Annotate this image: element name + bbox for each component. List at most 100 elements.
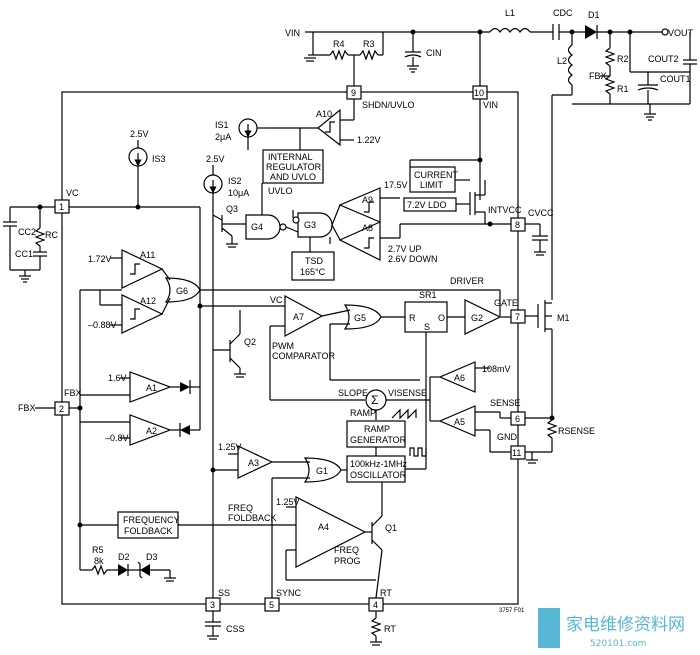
label-fbx-int: FBX — [64, 388, 82, 398]
label-a8: A8 — [362, 223, 373, 233]
label-r4: R4 — [333, 39, 345, 49]
label-a7: A7 — [293, 312, 304, 322]
label-pwm2: COMPARATOR — [272, 351, 336, 361]
label-fp2: PROG — [334, 556, 361, 566]
label-g5: G5 — [354, 313, 366, 323]
amp-a3 — [237, 445, 274, 479]
driver-g2 — [464, 299, 502, 335]
tsd-block — [291, 251, 335, 281]
svg-text:Σ: Σ — [371, 393, 378, 407]
figure-id: 3757 F01 — [499, 608, 525, 614]
label-ldo: 7.2V LDO — [407, 200, 447, 210]
resistor-rt — [370, 617, 382, 637]
inductor-l2 — [567, 44, 574, 86]
label-r3: R3 — [363, 39, 375, 49]
label-uvlo: UVLO — [268, 186, 293, 196]
label-ramp: RAMP — [350, 408, 376, 418]
label-rg2: GENERATOR — [350, 435, 407, 445]
label-ss: SS — [218, 588, 230, 598]
amp-a4 — [295, 496, 367, 568]
label-fbx-top: FBX — [589, 71, 607, 81]
label-d1: D1 — [588, 10, 600, 20]
resistor-rc — [34, 227, 46, 247]
diode-d1 — [585, 25, 597, 39]
label-is1: IS1 — [215, 120, 229, 130]
pin-4-label: 4 — [373, 600, 378, 610]
label-shdn: SHDN/UVLO — [362, 100, 415, 110]
label-d3: D3 — [146, 552, 158, 562]
label-a10: A10 — [316, 109, 332, 119]
amp-a2 — [129, 414, 172, 446]
label-rc: RC — [45, 230, 58, 240]
label-g6: G6 — [176, 286, 188, 296]
label-q1: Q1 — [385, 523, 397, 533]
diode-a2 — [180, 425, 190, 435]
label-css: CSS — [226, 624, 245, 634]
gate-g6 — [164, 277, 201, 303]
resistor-r5 — [91, 564, 108, 576]
label-is1-val: 2μA — [215, 132, 231, 142]
ramp-waveform — [391, 408, 417, 420]
label-l2: L2 — [557, 56, 567, 66]
gate-g3 — [297, 212, 333, 238]
diode-a1 — [180, 382, 190, 392]
label-driver: DRIVER — [450, 276, 485, 286]
label-q2: Q2 — [244, 337, 256, 347]
label-tsd1: TSD — [305, 256, 324, 266]
label-osc1: 100kHz-1MHz — [350, 459, 408, 469]
label-ff1: FREQUENCY — [123, 515, 180, 525]
label-slope: SLOPE — [338, 388, 368, 398]
label-a1: A1 — [146, 383, 157, 393]
label-ff2: FOLDBACK — [124, 526, 173, 536]
label-r1: R1 — [617, 84, 629, 94]
label-s: S — [424, 322, 430, 332]
watermark-cn: 家电维修资料网 — [566, 615, 685, 635]
internal-regulator-block — [262, 149, 324, 184]
sr-latch-sr1 — [404, 301, 448, 333]
current-limit-block — [409, 166, 456, 193]
amp-a5 — [438, 405, 476, 437]
label-122v: 1.22V — [357, 135, 381, 145]
label-sync: SYNC — [276, 588, 302, 598]
label-172v: 1.72V — [88, 254, 112, 264]
label-a4: A4 — [318, 522, 329, 532]
resistor-r2 — [604, 47, 616, 67]
label-cin: CIN — [426, 48, 442, 58]
watermark: 家电维修资料网 520101.com — [538, 608, 685, 649]
label-088v: –0.88V — [88, 320, 117, 330]
label-pwm1: PWM — [272, 341, 294, 351]
label-r: R — [409, 313, 416, 323]
label-a9: A9 — [362, 195, 373, 205]
label-l1: L1 — [505, 8, 515, 18]
pin-3-label: 3 — [210, 600, 215, 610]
label-freq1: FREQ — [228, 503, 253, 513]
gate-g5 — [343, 304, 382, 330]
inductor-l1 — [489, 27, 531, 34]
label-r5v: 8k — [94, 556, 104, 566]
label-gate: GATE — [494, 298, 518, 308]
label-cc1: CC1 — [15, 249, 33, 259]
pin-5-label: 5 — [269, 600, 274, 610]
label-rt-res: RT — [384, 624, 396, 634]
label-ireg1: INTERNAL — [268, 152, 313, 162]
pin-9-label: 9 — [351, 88, 356, 98]
label-d2: D2 — [118, 552, 130, 562]
label-25v-a: 2.5V — [130, 129, 149, 139]
pin-2-label: 2 — [59, 404, 64, 414]
label-cl2: LIMIT — [420, 180, 444, 190]
label-ireg3: AND UVLO — [270, 172, 316, 182]
label-vout: VOUT — [668, 28, 694, 38]
label-r5: R5 — [92, 545, 104, 555]
label-intvcc: INTVCC — [488, 205, 522, 215]
comparator-a10 — [317, 108, 341, 147]
label-q: O — [438, 313, 445, 323]
label-g2: G2 — [471, 313, 483, 323]
label-g1: G1 — [316, 466, 328, 476]
label-r2: R2 — [617, 54, 629, 64]
pin-10-label: 10 — [474, 88, 484, 98]
label-cvcc: CVCC — [528, 208, 554, 218]
label-27v: 2.7V UP — [388, 244, 422, 254]
label-is2-val: 10μA — [228, 188, 249, 198]
pin-6-label: 6 — [515, 414, 520, 424]
label-rg1: RAMP — [364, 424, 390, 434]
